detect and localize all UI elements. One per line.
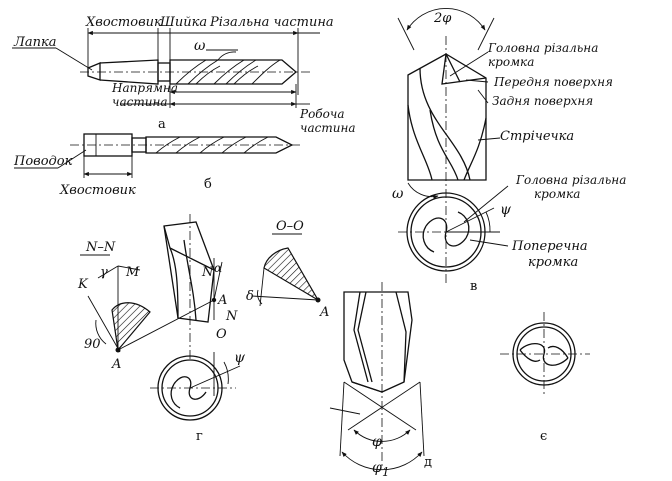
- label-nn: N–N: [85, 240, 116, 255]
- figure-letter-a: а: [158, 117, 166, 132]
- label-a-left: A: [111, 357, 121, 372]
- label-o: O: [216, 327, 227, 342]
- figure-letter-ye: є: [540, 429, 547, 444]
- figure-g-section-oo: [251, 233, 321, 307]
- label-perednia: Передня поверхня: [493, 75, 613, 89]
- label-n-upper: N: [201, 265, 214, 280]
- label-two-phi: 2φ: [433, 11, 452, 26]
- label-khvostovyk-a: Хвостовик: [85, 15, 162, 30]
- label-strichechka: Стрічечка: [500, 129, 574, 144]
- label-zadnia: Задня поверхня: [492, 94, 593, 108]
- label-lapka: Лапка: [13, 35, 57, 50]
- figure-b-drill: [14, 133, 300, 178]
- label-phi1-d: φ: [372, 460, 382, 476]
- label-napriamna-1: Напрямна: [111, 81, 178, 95]
- label-holovna2-2: кромка: [534, 187, 580, 201]
- label-khvostovyk-b: Хвостовик: [59, 183, 136, 198]
- label-k: K: [77, 277, 89, 292]
- label-phi1-sub: 1: [382, 465, 390, 479]
- label-holovna-1: Головна різальна: [487, 41, 598, 55]
- label-rizalna-chastyna: Різальна частина: [209, 15, 334, 30]
- label-poperechna-1: Поперечна: [511, 239, 588, 254]
- figure-letter-g: г: [196, 429, 203, 444]
- diagram-labels: Хвостовик Шийка Різальна частина Лапка ω…: [13, 11, 626, 479]
- label-omega-v: ω: [392, 186, 404, 202]
- label-poperechna-2: кромка: [528, 255, 578, 270]
- label-psi-g: ψ: [234, 350, 246, 366]
- figure-a-drill: [12, 28, 320, 108]
- label-holovna2-1: Головна різальна: [515, 173, 626, 187]
- figure-letter-b: б: [204, 177, 212, 192]
- label-phi-d: φ: [372, 434, 382, 450]
- figure-v-drill-point: [397, 8, 509, 286]
- label-robocha-1: Робоча: [299, 107, 344, 121]
- figure-d-drill-point: [329, 282, 425, 471]
- label-alpha: α: [214, 261, 222, 275]
- label-delta: δ: [246, 289, 254, 304]
- label-shyika: Шийка: [159, 15, 207, 30]
- label-povodok: Поводок: [13, 154, 73, 169]
- figure-g-angles: [80, 214, 241, 421]
- label-holovna-2: кромка: [488, 55, 534, 69]
- figure-letter-d: д: [424, 455, 432, 470]
- label-psi-v: ψ: [500, 202, 512, 218]
- label-gamma: γ: [100, 265, 108, 280]
- figure-ye-end-view: [500, 312, 590, 396]
- label-n-lower: N: [225, 309, 238, 324]
- label-napriamna-2: частина: [112, 95, 168, 109]
- label-omega-a: ω: [194, 38, 206, 54]
- label-robocha-2: частина: [300, 121, 356, 135]
- label-m: M: [125, 265, 140, 280]
- figure-letter-v: в: [470, 279, 477, 294]
- label-ninety: 90: [84, 337, 101, 352]
- label-a-right: A: [319, 305, 329, 320]
- label-oo: O–O: [276, 219, 304, 234]
- label-a-mid: A: [217, 293, 227, 308]
